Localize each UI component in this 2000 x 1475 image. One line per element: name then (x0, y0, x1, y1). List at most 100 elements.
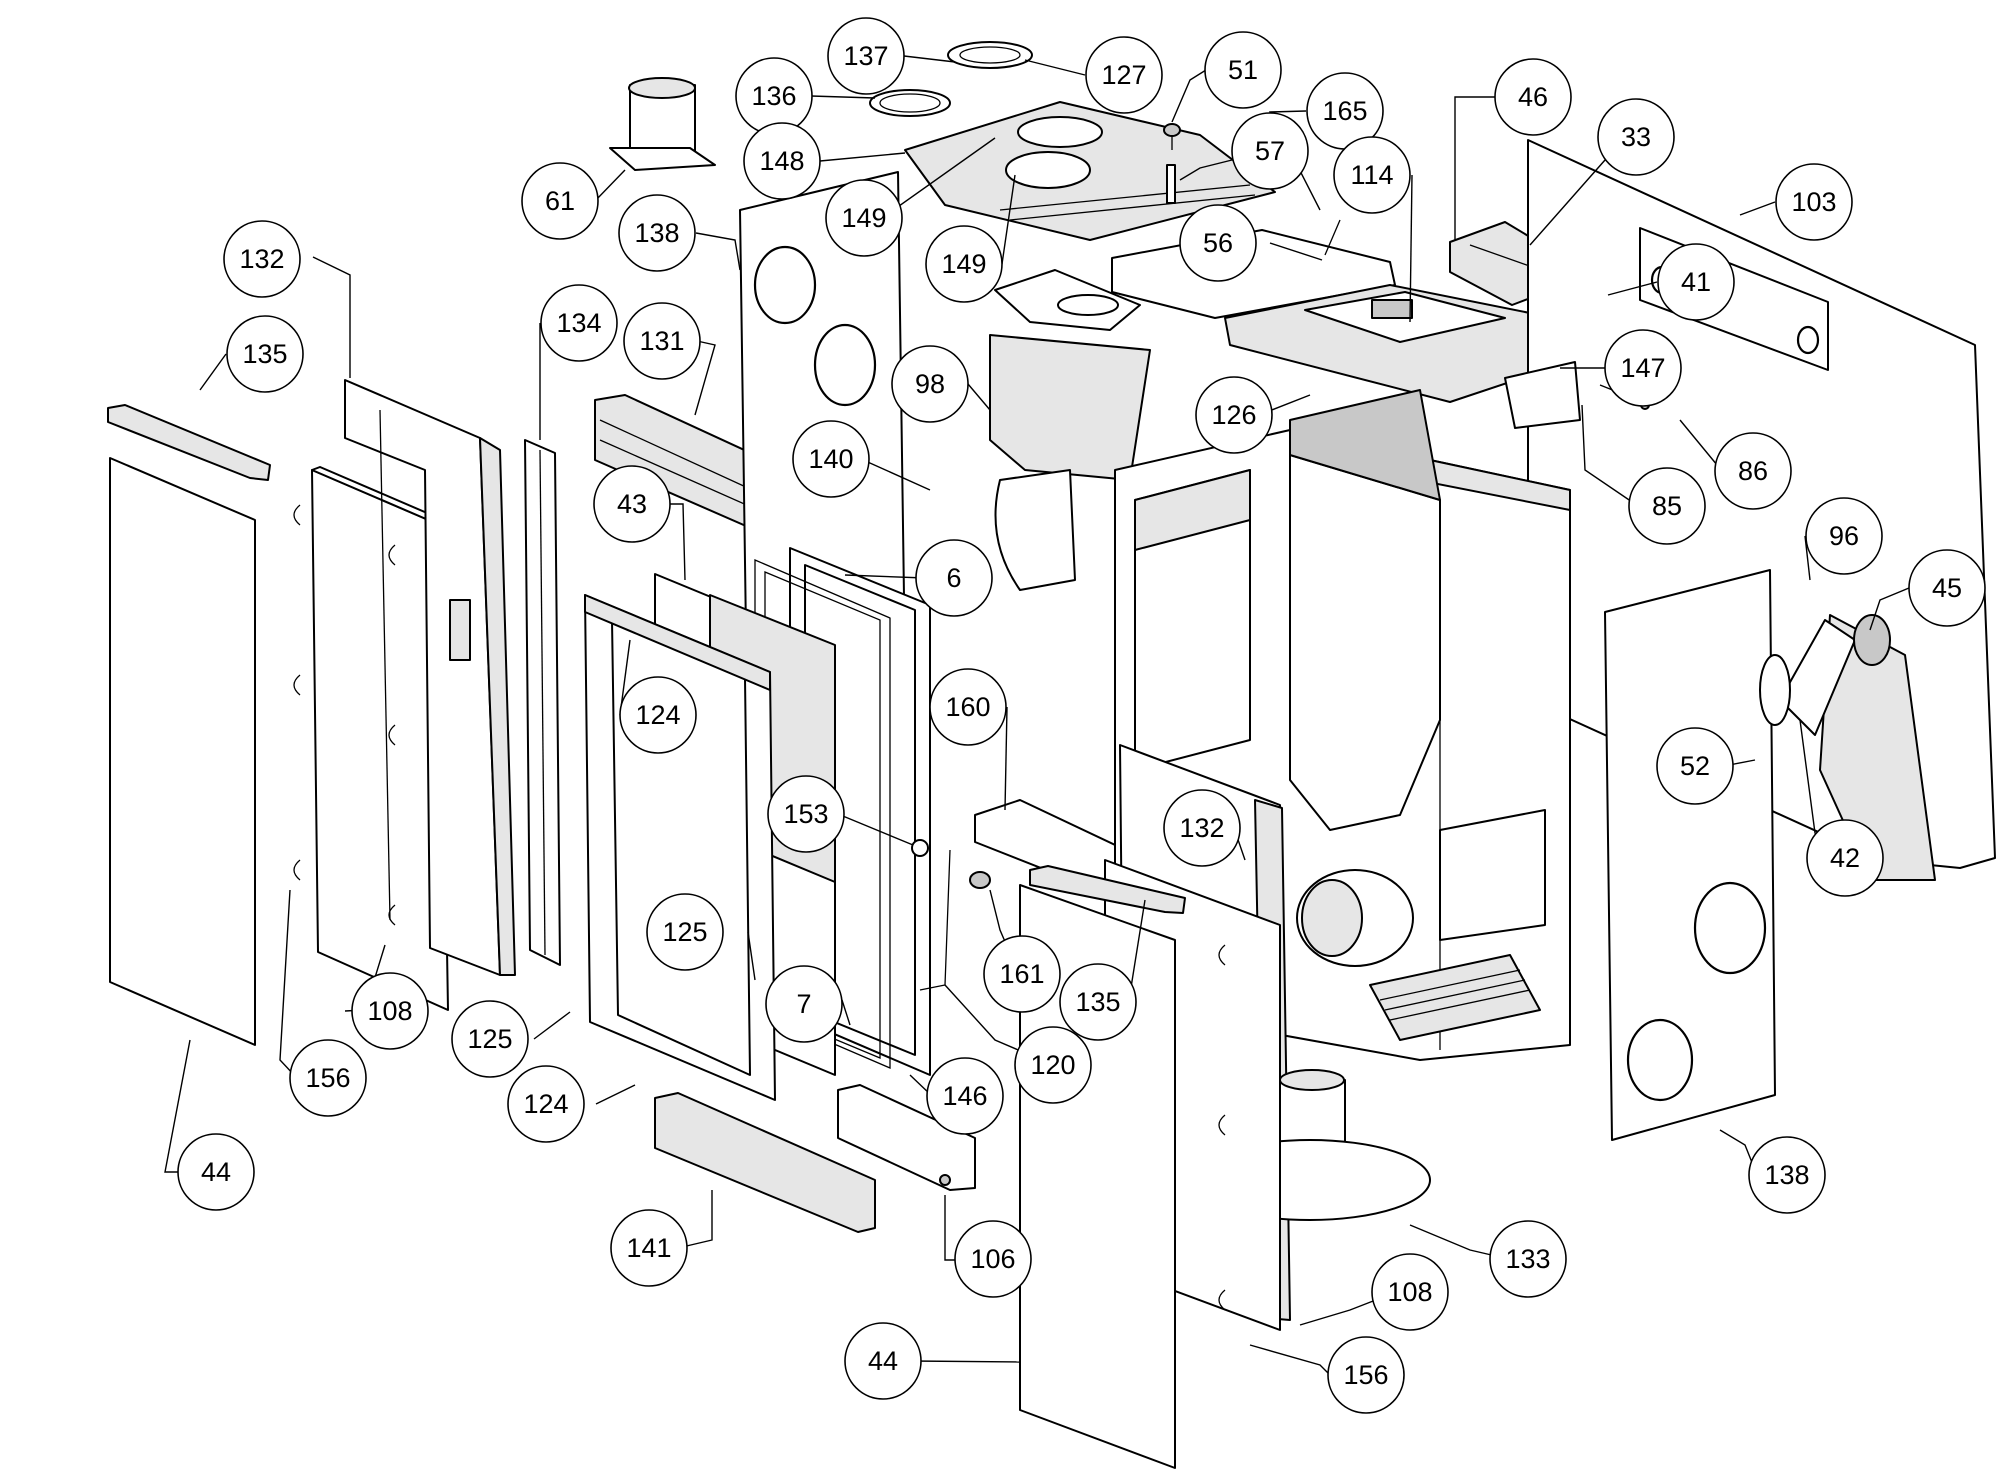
callout-156-right: 156 (1327, 1336, 1405, 1414)
callout-153: 153 (767, 775, 845, 853)
callout-96-label: 96 (1829, 521, 1859, 551)
part-57-pin (1166, 164, 1176, 204)
callout-125-outer-label: 125 (467, 1024, 512, 1054)
callout-135-lower: 135 (1059, 963, 1137, 1041)
part-148-top-cover (904, 101, 1276, 241)
callout-156-left-label: 156 (305, 1063, 350, 1093)
callout-126: 126 (1195, 376, 1273, 454)
callout-153-label: 153 (783, 799, 828, 829)
callout-134: 134 (540, 284, 618, 362)
callout-156-left: 156 (289, 1039, 367, 1117)
callout-56: 56 (1179, 204, 1257, 282)
part-153-hinge (911, 839, 929, 857)
callout-132-lower-label: 132 (1179, 813, 1224, 843)
callout-6: 6 (915, 539, 993, 617)
callout-124-upper: 124 (619, 676, 697, 754)
callout-149-lower: 149 (925, 225, 1003, 303)
callout-45-label: 45 (1932, 573, 1962, 603)
callout-135-lower-label: 135 (1075, 987, 1120, 1017)
part-51-knob (1163, 123, 1181, 150)
callout-138-right-label: 138 (1764, 1160, 1809, 1190)
callout-131: 131 (623, 302, 701, 380)
callout-146-label: 146 (942, 1081, 987, 1111)
callout-61: 61 (521, 162, 599, 240)
part-137-ring (947, 41, 1033, 69)
callout-126-label: 126 (1211, 400, 1256, 430)
callout-86-label: 86 (1738, 456, 1768, 486)
callout-98-label: 98 (915, 369, 945, 399)
callout-114: 114 (1333, 136, 1411, 214)
callout-138-top-label: 138 (634, 218, 679, 248)
callout-134-label: 134 (556, 308, 601, 338)
callout-135-top: 135 (226, 315, 304, 393)
callout-133: 133 (1489, 1220, 1567, 1298)
callout-43-label: 43 (617, 489, 647, 519)
callout-33-label: 33 (1621, 122, 1651, 152)
callout-124-lower: 124 (507, 1065, 585, 1143)
callout-125-inner: 125 (646, 893, 724, 971)
callout-45: 45 (1908, 549, 1986, 627)
callout-165: 165 (1306, 72, 1384, 150)
callout-127: 127 (1085, 36, 1163, 114)
callout-120-label: 120 (1030, 1050, 1075, 1080)
callout-86: 86 (1714, 432, 1792, 510)
callout-160: 160 (929, 668, 1007, 746)
part-85-bracket (1504, 361, 1581, 429)
callout-125-inner-label: 125 (662, 917, 707, 947)
part-96-fan-assembly (1759, 614, 1936, 881)
callout-149-upper-label: 149 (841, 203, 886, 233)
callout-44-right: 44 (844, 1322, 922, 1400)
callout-106: 106 (954, 1220, 1032, 1298)
callout-51: 51 (1204, 31, 1282, 109)
callout-108-left: 108 (351, 972, 429, 1050)
callout-52: 52 (1656, 727, 1734, 805)
part-main-body (1114, 389, 1571, 1061)
callout-61-label: 61 (545, 186, 575, 216)
callout-96: 96 (1805, 497, 1883, 575)
callout-127-label: 127 (1101, 60, 1146, 90)
callout-148: 148 (743, 122, 821, 200)
callout-52-label: 52 (1680, 751, 1710, 781)
callout-149-upper: 149 (825, 179, 903, 257)
callout-120: 120 (1014, 1026, 1092, 1104)
callout-147: 147 (1604, 329, 1682, 407)
part-61-flue-pipe (609, 77, 716, 171)
part-124-door-frame (584, 594, 776, 1101)
callout-85: 85 (1628, 467, 1706, 545)
callout-146: 146 (926, 1057, 1004, 1135)
callout-165-label: 165 (1322, 96, 1367, 126)
callout-103-label: 103 (1791, 187, 1836, 217)
callout-103: 103 (1775, 163, 1853, 241)
callout-33: 33 (1597, 98, 1675, 176)
callout-148-label: 148 (759, 146, 804, 176)
callout-141: 141 (610, 1209, 688, 1287)
callout-131-label: 131 (639, 326, 684, 356)
callout-149-lower-label: 149 (941, 249, 986, 279)
callout-46-label: 46 (1518, 82, 1548, 112)
callout-161-label: 161 (999, 959, 1044, 989)
callout-132-top: 132 (223, 220, 301, 298)
callout-132-lower: 132 (1163, 789, 1241, 867)
callout-138-top: 138 (618, 194, 696, 272)
callout-133-label: 133 (1505, 1244, 1550, 1274)
callout-42-label: 42 (1830, 843, 1860, 873)
callout-108-left-label: 108 (367, 996, 412, 1026)
callout-137: 137 (827, 17, 905, 95)
callout-41-label: 41 (1681, 267, 1711, 297)
part-138-side-panel-right (1604, 569, 1776, 1141)
callout-124-lower-label: 124 (523, 1089, 568, 1119)
callout-135-top-label: 135 (242, 339, 287, 369)
callout-114-label: 114 (1350, 160, 1393, 190)
callout-44-right-label: 44 (868, 1346, 898, 1376)
callout-7: 7 (765, 965, 843, 1043)
callout-44-left-label: 44 (201, 1157, 231, 1187)
callout-98: 98 (891, 345, 969, 423)
callout-136-label: 136 (751, 81, 796, 111)
callout-137-label: 137 (843, 41, 888, 71)
callout-108-right: 108 (1371, 1253, 1449, 1331)
callout-57-label: 57 (1255, 136, 1285, 166)
callout-41: 41 (1657, 243, 1735, 321)
callout-57: 57 (1231, 112, 1309, 190)
callout-136: 136 (735, 57, 813, 135)
callout-140-label: 140 (808, 444, 853, 474)
